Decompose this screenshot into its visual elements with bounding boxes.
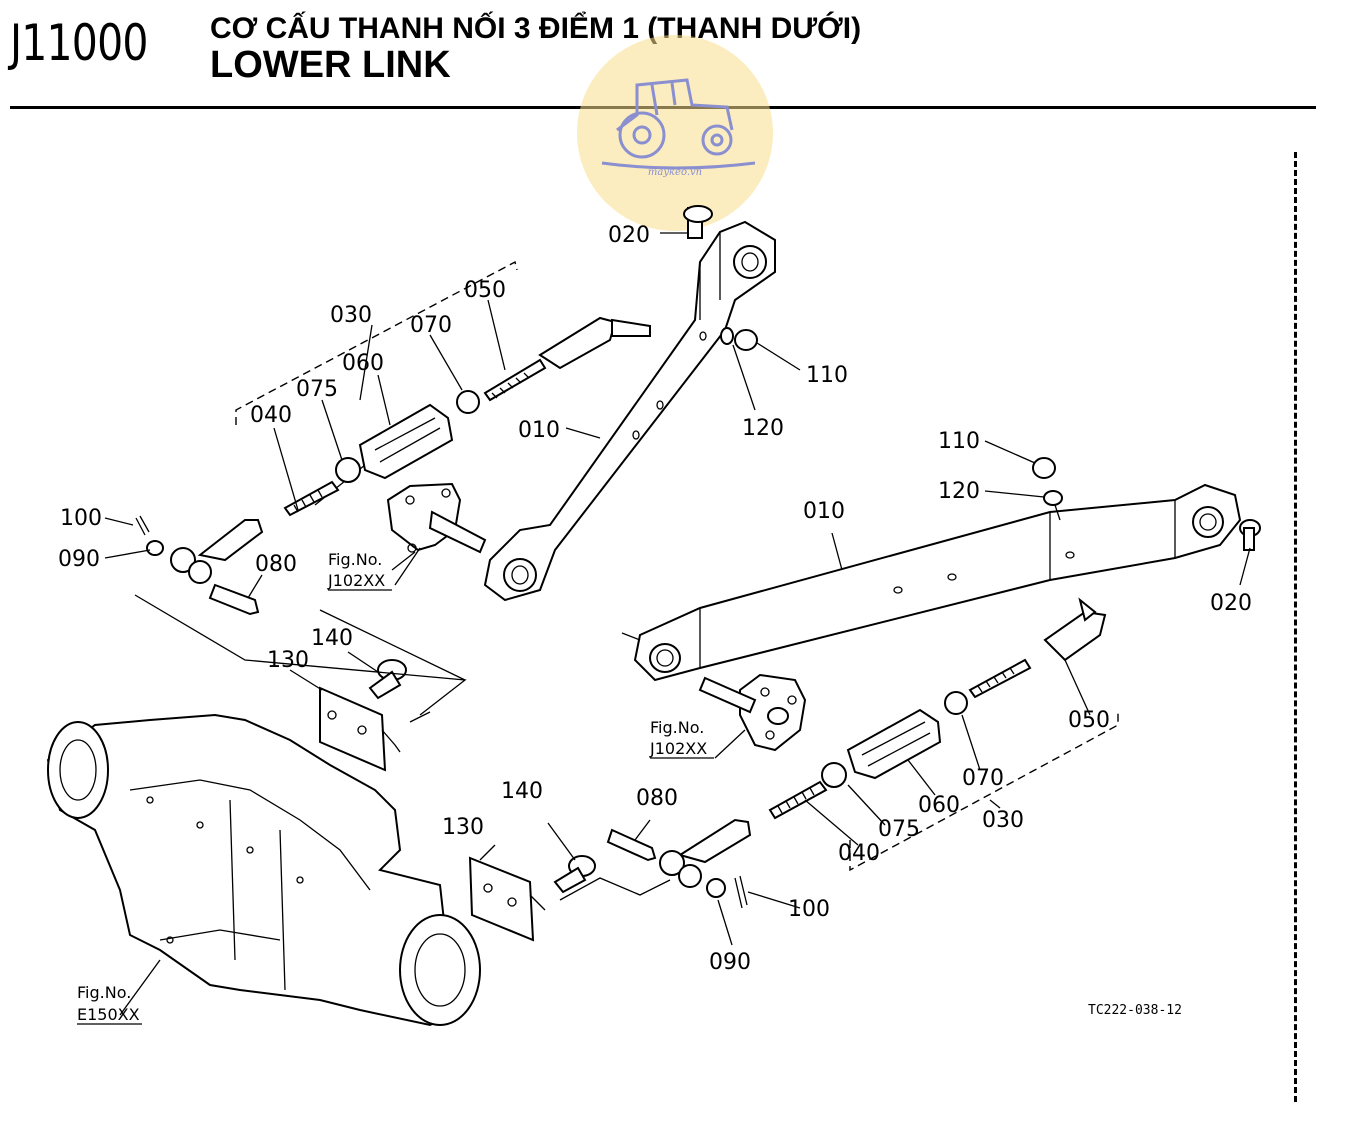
label-075-right: 075 bbox=[878, 817, 920, 842]
label-060-left: 060 bbox=[342, 351, 384, 376]
label-010-left: 010 bbox=[518, 418, 560, 443]
mounting-bracket-j102-left bbox=[386, 482, 487, 586]
label-030-left: 030 bbox=[330, 303, 372, 328]
watermark-text: maykeo.vn bbox=[647, 167, 703, 178]
label-075-left: 075 bbox=[296, 377, 338, 402]
label-040-left: 040 bbox=[250, 403, 292, 428]
rear-axle-housing-e150 bbox=[46, 713, 481, 1027]
figref-e150-line1: Fig.No. bbox=[77, 983, 131, 1002]
label-090-left: 090 bbox=[58, 547, 100, 572]
label-050-left: 050 bbox=[464, 278, 506, 303]
figref-j102-right-line1: Fig.No. bbox=[650, 718, 704, 737]
plate-130-top bbox=[134, 594, 467, 772]
label-110-top: 110 bbox=[806, 363, 848, 388]
label-050-right: 050 bbox=[1068, 708, 1110, 733]
watermark-logo: maykeo.vn bbox=[577, 35, 773, 231]
figref-j102-left-line1: Fig.No. bbox=[328, 550, 382, 569]
figref-j102-left-line2: J102XX bbox=[327, 571, 385, 590]
label-060-right: 060 bbox=[918, 793, 960, 818]
title-vietnamese: CƠ CẤU THANH NỐI 3 ĐIỂM 1 (THANH DƯỚI) bbox=[210, 12, 862, 45]
title-english: LOWER LINK bbox=[210, 44, 451, 86]
pin-020-top bbox=[660, 205, 713, 239]
label-120-top: 120 bbox=[742, 416, 784, 441]
lower-link-left-010 bbox=[483, 220, 776, 602]
label-110-right: 110 bbox=[938, 429, 980, 454]
label-100-right: 100 bbox=[788, 897, 830, 922]
label-070-left: 070 bbox=[410, 313, 452, 338]
plate-130-bottom bbox=[468, 822, 671, 942]
label-120-right: 120 bbox=[938, 479, 980, 504]
page-edge-dashed-line bbox=[1294, 152, 1297, 1102]
label-090-right: 090 bbox=[709, 950, 751, 975]
nut-washer-110-120-top bbox=[720, 327, 801, 411]
pin-020-right bbox=[1239, 519, 1261, 586]
nut-washer-110-120-right bbox=[984, 440, 1063, 521]
label-040-right: 040 bbox=[838, 841, 880, 866]
section-code: J11000 bbox=[10, 14, 148, 72]
figref-e150-line2: E150XX bbox=[77, 1005, 140, 1024]
mounting-bracket-j102-right bbox=[698, 673, 807, 759]
label-010-right: 010 bbox=[803, 499, 845, 524]
label-130-left: 130 bbox=[267, 648, 309, 673]
label-140-left: 140 bbox=[311, 626, 353, 651]
label-020-top: 020 bbox=[608, 223, 650, 248]
figref-j102-right-line2: J102XX bbox=[649, 739, 707, 758]
label-070-right: 070 bbox=[962, 766, 1004, 791]
leader-lines bbox=[104, 299, 1091, 946]
check-chain-right-030 bbox=[606, 597, 1119, 909]
label-130-right: 130 bbox=[442, 815, 484, 840]
check-chain-left-030 bbox=[135, 260, 651, 616]
label-080-right: 080 bbox=[636, 786, 678, 811]
label-020-right: 020 bbox=[1210, 591, 1252, 616]
lower-link-right-010 bbox=[621, 483, 1242, 682]
label-140-right: 140 bbox=[501, 779, 543, 804]
label-030-right: 030 bbox=[982, 808, 1024, 833]
drawing-reference: TC222-038-12 bbox=[1088, 1003, 1182, 1018]
tractor-icon bbox=[601, 78, 756, 170]
label-100-left: 100 bbox=[60, 506, 102, 531]
label-080-left: 080 bbox=[255, 552, 297, 577]
